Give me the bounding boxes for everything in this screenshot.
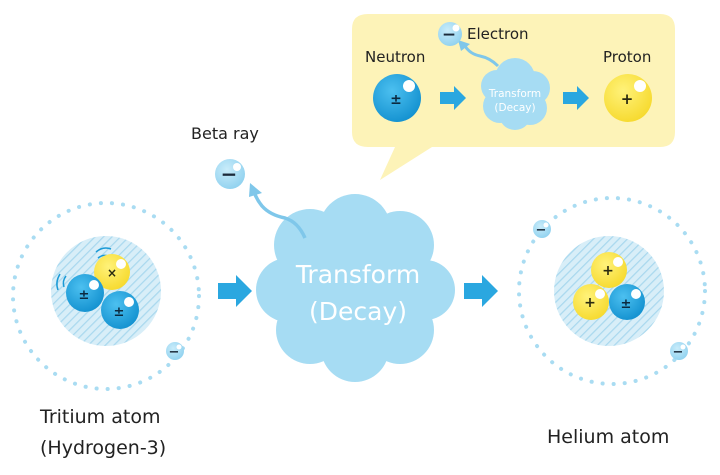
small-transform-text-1: Transform xyxy=(488,88,541,100)
beta-ray-arrow xyxy=(249,183,307,239)
big-transform-text-2: (Decay) xyxy=(309,297,407,326)
helium-atom: + + ± − − xyxy=(517,196,707,386)
svg-text:−: − xyxy=(536,223,547,238)
svg-text:+: + xyxy=(602,263,614,279)
tritium-label-line2: (Hydrogen-3) xyxy=(40,437,167,459)
big-transform-text-1: Transform xyxy=(295,260,420,289)
svg-text:−: − xyxy=(169,345,180,360)
small-transform-text-2: (Decay) xyxy=(494,102,535,114)
tritium-orbit xyxy=(11,201,201,391)
big-transform-cloud xyxy=(256,194,455,382)
arrow-transform-to-helium xyxy=(464,275,498,307)
tritium-electron: − xyxy=(166,342,184,360)
helium-electron-1: − xyxy=(533,220,551,238)
neutron-label: Neutron xyxy=(365,48,426,66)
arrow-tritium-to-transform xyxy=(218,275,252,307)
proton-label: Proton xyxy=(603,48,652,66)
callout-neutron: ± xyxy=(373,74,421,122)
beta-ray-label: Beta ray xyxy=(191,124,259,143)
svg-text:+: + xyxy=(584,295,596,311)
helium-electron-2: − xyxy=(670,342,688,360)
svg-text:−: − xyxy=(442,25,456,45)
callout-arrow-1 xyxy=(440,86,466,110)
helium-neutron: ± xyxy=(609,284,645,320)
svg-text:±: ± xyxy=(79,288,90,303)
beta-electron: − xyxy=(215,159,245,189)
electron-label: Electron xyxy=(467,25,529,43)
svg-text:×: × xyxy=(107,266,117,280)
helium-label: Helium atom xyxy=(547,426,670,448)
helium-proton-1: + xyxy=(591,252,627,288)
small-transform-cloud xyxy=(481,58,550,130)
tritium-atom: × ± ± − xyxy=(11,201,201,391)
svg-text:+: + xyxy=(621,90,634,108)
tritium-label-line1: Tritium atom xyxy=(40,406,161,428)
tritium-proton: × xyxy=(94,254,130,290)
svg-text:−: − xyxy=(673,345,684,360)
svg-text:±: ± xyxy=(390,92,402,108)
helium-nucleus-area xyxy=(554,236,664,346)
tritium-neutron-1: ± xyxy=(66,274,104,312)
svg-text:−: − xyxy=(221,162,238,186)
callout-electron: − xyxy=(438,22,462,46)
helium-orbit xyxy=(517,196,707,386)
tritium-neutron-2: ± xyxy=(101,291,139,329)
svg-text:±: ± xyxy=(621,297,632,312)
callout-proton: + xyxy=(604,74,652,122)
callout-arrow-2 xyxy=(563,86,589,110)
electron-emission-arrow xyxy=(458,40,500,68)
helium-proton-2: + xyxy=(573,284,609,320)
svg-text:±: ± xyxy=(114,305,125,320)
